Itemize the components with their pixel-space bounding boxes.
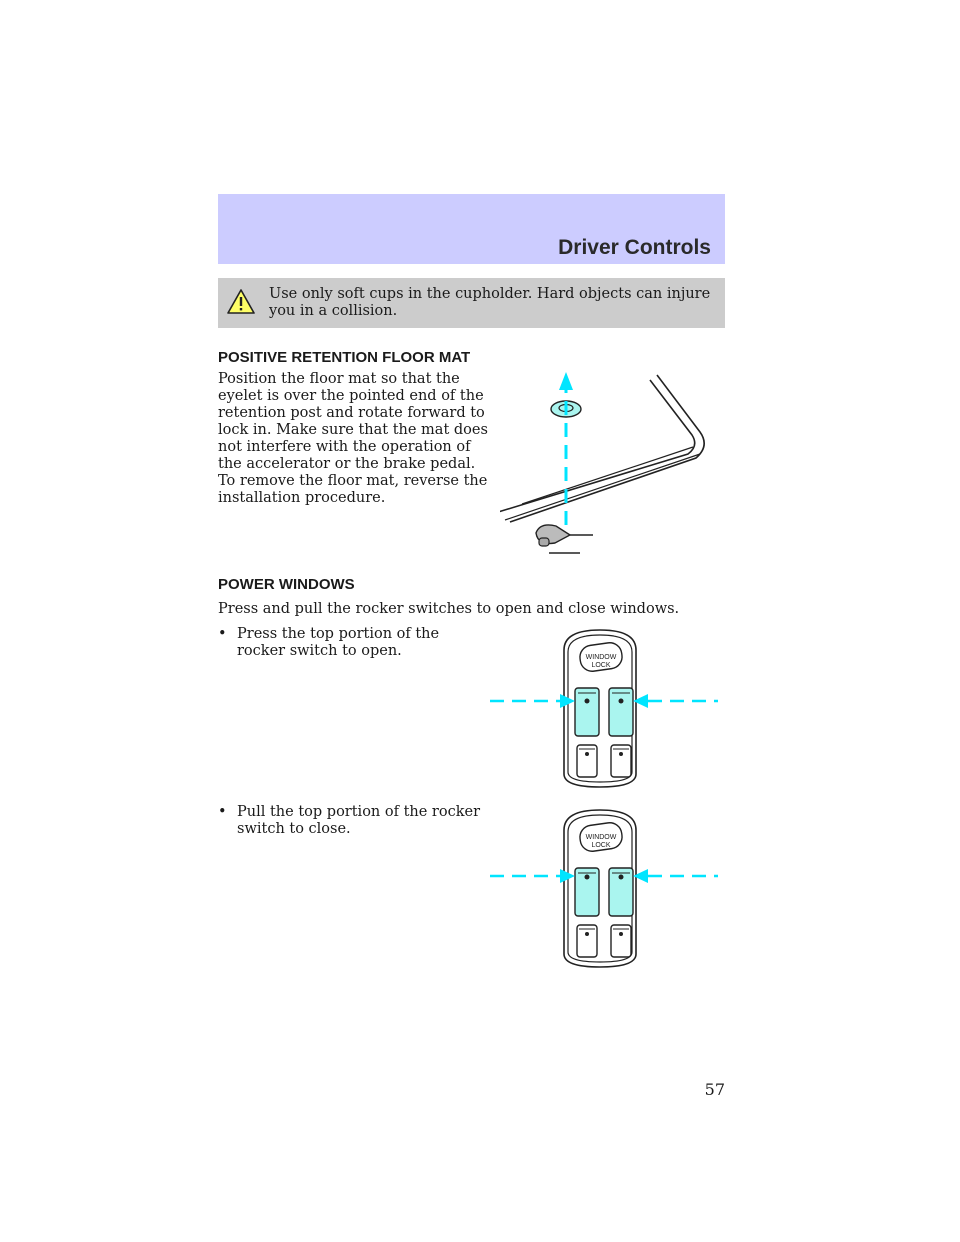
floor-mat-illustration	[500, 372, 705, 554]
warning-text: Use only soft cups in the cupholder. Har…	[269, 286, 711, 319]
bullet-2-line-2: switch to close.	[237, 821, 351, 837]
bullet-marker-1: •	[218, 626, 227, 642]
bullet-marker-2: •	[218, 804, 227, 820]
window-switch-open-illustration: WINDOW LOCK	[490, 629, 718, 788]
page-number: 57	[704, 1080, 725, 1099]
arrow-right-icon	[560, 869, 575, 883]
front-left-rocker-switch[interactable]	[574, 687, 600, 737]
floor-mat-line-4: lock in. Make sure that the mat does	[218, 422, 488, 438]
floor-mat-heading: POSITIVE RETENTION FLOOR MAT	[218, 349, 471, 366]
power-windows-heading: POWER WINDOWS	[218, 576, 355, 593]
arrow-left-icon	[633, 694, 648, 708]
bullet-2-line-1: Pull the top portion of the rocker	[237, 804, 481, 820]
floor-mat-line-1: Position the floor mat so that the	[218, 371, 460, 387]
rear-left-rocker-switch[interactable]	[576, 924, 598, 958]
warning-box: Use only soft cups in the cupholder. Har…	[218, 278, 725, 328]
floor-mat-line-2: eyelet is over the pointed end of the	[218, 388, 484, 404]
window-lock-label-1: WINDOW	[586, 834, 617, 841]
floor-mat-line-8: installation procedure.	[218, 490, 386, 506]
floor-mat-line-3: retention post and rotate forward to	[218, 405, 485, 421]
header-band: Driver Controls	[218, 194, 725, 264]
rear-right-rocker-switch[interactable]	[610, 744, 632, 778]
arrow-right-icon	[560, 694, 575, 708]
front-left-rocker-switch[interactable]	[574, 867, 600, 917]
front-right-rocker-switch[interactable]	[608, 867, 634, 917]
front-right-rocker-switch[interactable]	[608, 687, 634, 737]
window-lock-label-2: LOCK	[591, 662, 610, 669]
floor-mat-line-6: the accelerator or the brake pedal.	[218, 456, 476, 472]
window-lock-label-1: WINDOW	[586, 654, 617, 661]
floor-mat-line-7: To remove the floor mat, reverse the	[218, 473, 488, 489]
rear-left-rocker-switch[interactable]	[576, 744, 598, 778]
section-title: Driver Controls	[558, 236, 711, 259]
up-arrow-icon	[559, 372, 573, 390]
arrow-left-icon	[633, 869, 648, 883]
power-windows-intro: Press and pull the rocker switches to op…	[218, 601, 680, 617]
floor-mat-line-5: not interfere with the operation of	[218, 439, 471, 455]
bullet-1-line-2: rocker switch to open.	[237, 643, 402, 659]
rear-right-rocker-switch[interactable]	[610, 924, 632, 958]
window-switch-close-illustration: WINDOW LOCK	[490, 809, 718, 968]
bullet-1-line-1: Press the top portion of the	[237, 626, 440, 642]
warning-triangle-icon	[227, 289, 255, 314]
window-lock-label-2: LOCK	[591, 842, 610, 849]
